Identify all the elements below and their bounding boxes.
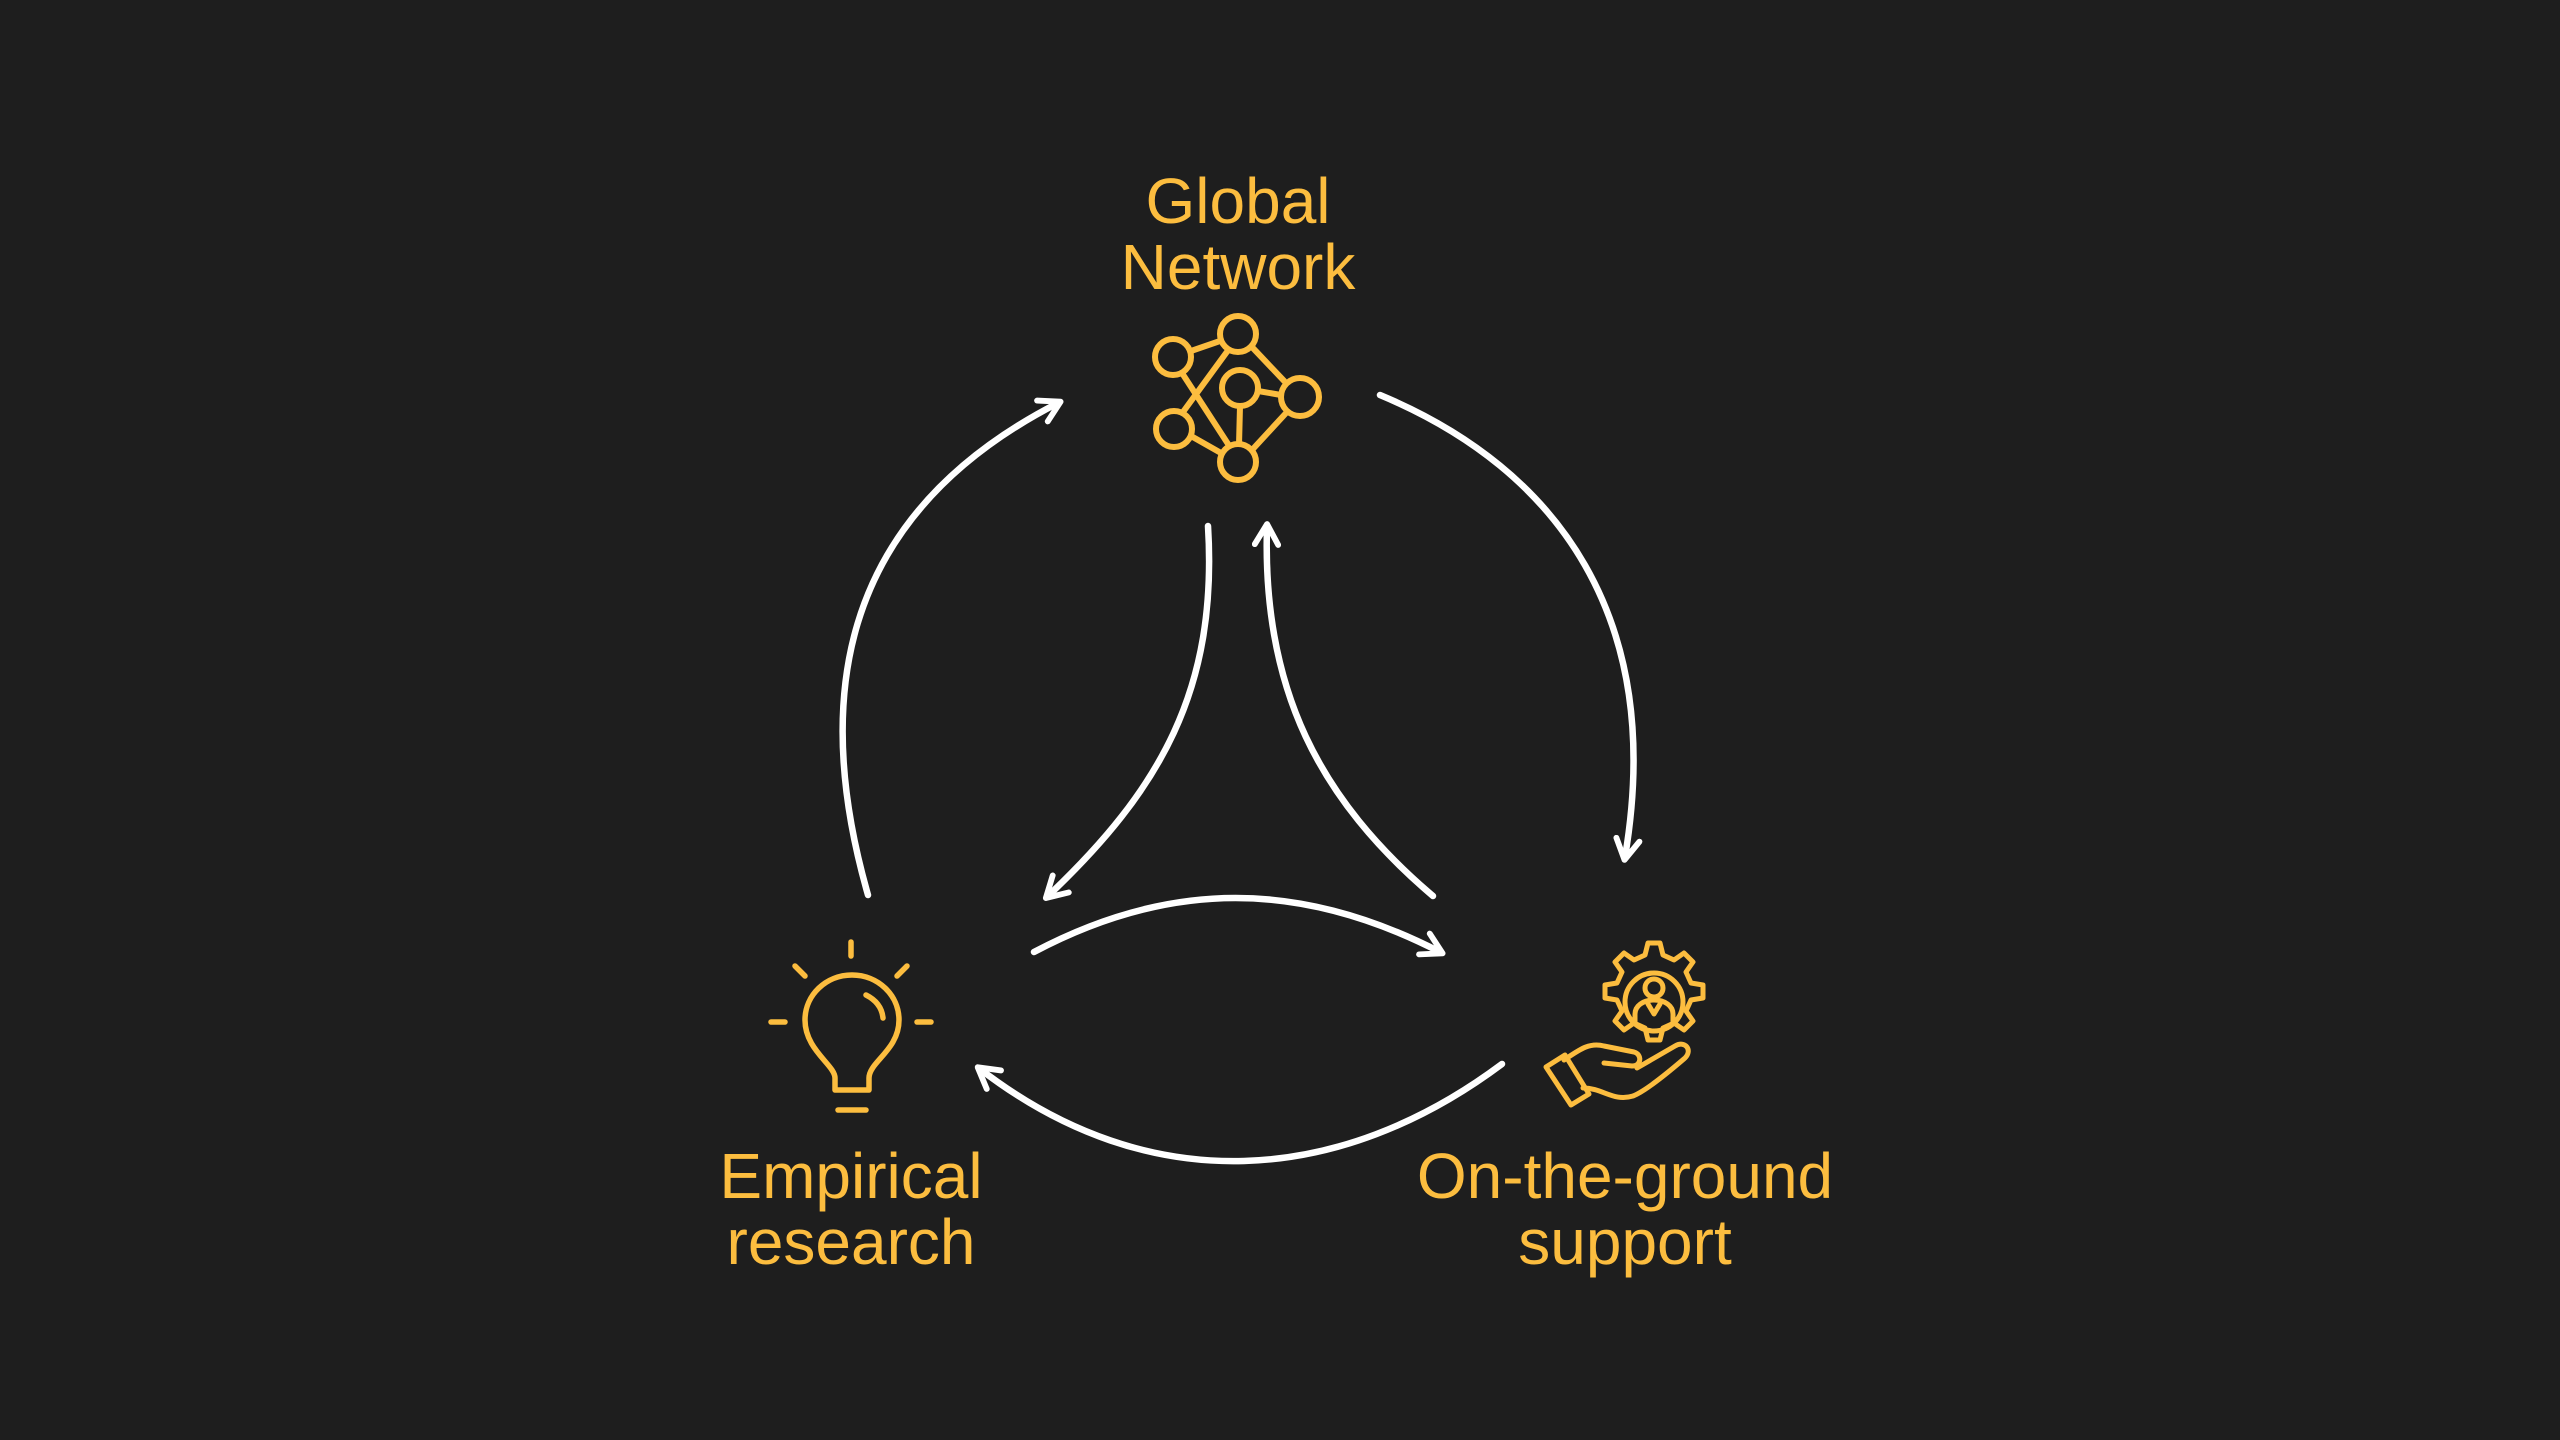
label-line: Global bbox=[1145, 165, 1331, 237]
node-label-global-network: Global Network bbox=[938, 168, 1538, 300]
arrow-research-to-network bbox=[839, 397, 1064, 899]
node-label-on-the-ground-support: On-the-ground support bbox=[1325, 1143, 1925, 1275]
lightbulb-icon bbox=[768, 939, 934, 1113]
arrow-support-to-research-bottom bbox=[974, 1060, 1506, 1165]
arrow-support-to-network-inner bbox=[1251, 521, 1437, 900]
label-line: Empirical bbox=[719, 1140, 983, 1212]
arrow-network-to-support bbox=[1376, 391, 1643, 863]
arrow-network-to-research-inner bbox=[1042, 522, 1213, 901]
arrow-research-to-support-middle bbox=[1030, 894, 1446, 958]
network-icon bbox=[1152, 313, 1322, 483]
label-line: Network bbox=[1120, 231, 1356, 303]
label-line: support bbox=[1518, 1206, 1732, 1278]
label-line: On-the-ground bbox=[1416, 1140, 1834, 1212]
label-line: research bbox=[726, 1206, 976, 1278]
hand-gear-person-icon bbox=[1543, 940, 1706, 1108]
node-label-empirical-research: Empirical research bbox=[551, 1143, 1151, 1275]
